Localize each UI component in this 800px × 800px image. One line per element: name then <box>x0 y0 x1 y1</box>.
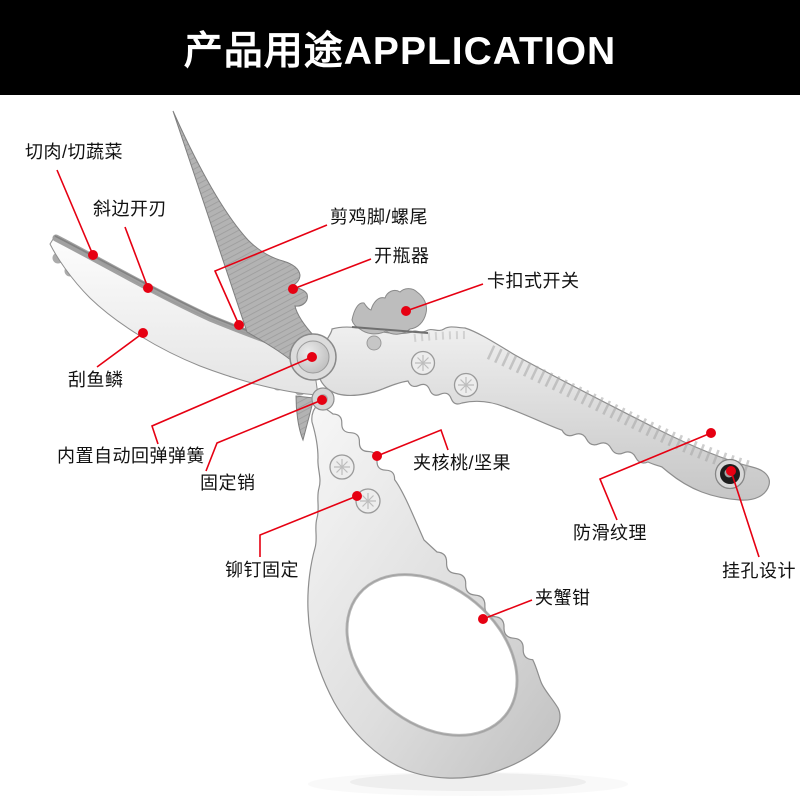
callout-line-4 <box>405 283 484 312</box>
callout-line-7 <box>205 399 323 472</box>
rivet <box>355 488 381 514</box>
callout-line-6 <box>151 356 313 445</box>
callout-line-1 <box>124 226 149 289</box>
callout-dot-6 <box>307 352 317 362</box>
callout-dot-11 <box>706 428 716 438</box>
callout-dot-4 <box>401 306 411 316</box>
callout-line-10 <box>482 599 533 620</box>
rivet <box>410 350 436 376</box>
callout-line-3 <box>292 258 372 290</box>
latch-switch <box>351 288 427 335</box>
callout-line-12 <box>730 470 760 558</box>
callout-line-8 <box>376 428 449 457</box>
callout-dot-1 <box>143 283 153 293</box>
ground-shadow-soft <box>308 772 628 796</box>
page-title: 产品用途APPLICATION <box>183 29 617 73</box>
callout-dot-8 <box>372 451 382 461</box>
callout-dot-10 <box>478 614 488 624</box>
ground-shadow <box>350 773 586 791</box>
callout-line-9 <box>259 495 358 557</box>
callout-dot-2 <box>234 320 244 330</box>
callout-line-11 <box>598 432 712 521</box>
anti-slip-ribs <box>486 345 751 476</box>
callout-dot-0 <box>88 250 98 260</box>
rivet <box>329 454 355 480</box>
callout-line-0 <box>56 169 94 256</box>
upper-blade <box>172 110 325 373</box>
callout-line-5 <box>96 332 144 368</box>
callout-dot-12 <box>726 466 736 476</box>
callout-dot-5 <box>138 328 148 338</box>
callout-line-2 <box>213 224 328 326</box>
rivet <box>453 372 479 398</box>
upper-blade-tang <box>295 395 315 442</box>
title-bar: 产品用途APPLICATION <box>0 0 800 95</box>
callout-dot-3 <box>288 284 298 294</box>
callout-dot-7 <box>317 395 327 405</box>
callout-dot-9 <box>352 491 362 501</box>
loop-handle-inner-shade <box>345 573 519 737</box>
handle-dimple <box>366 335 382 351</box>
latch-seam <box>351 326 429 334</box>
